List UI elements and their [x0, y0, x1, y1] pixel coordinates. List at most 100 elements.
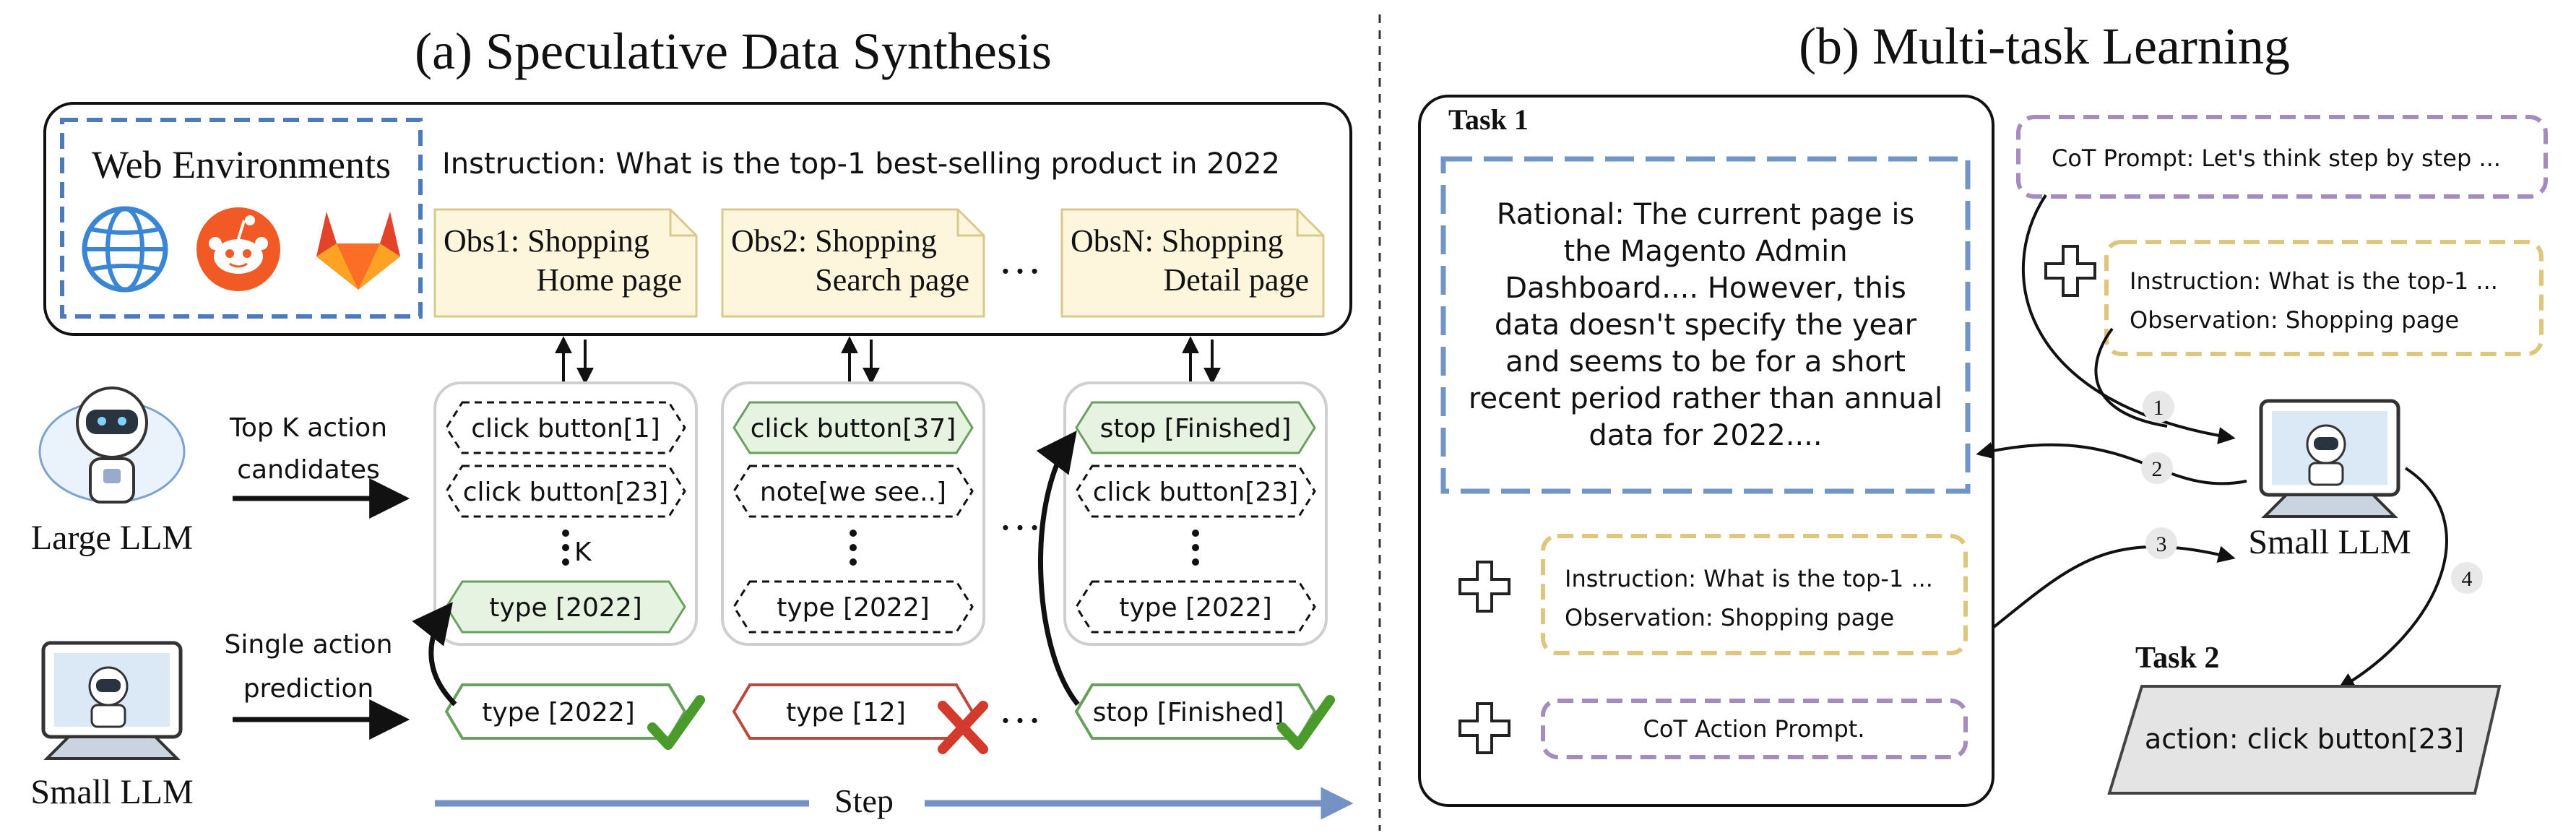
small-llm-robot-icon — [41, 641, 183, 760]
curve-arrow-1 — [412, 602, 457, 707]
cot-prompt-box — [2016, 115, 2548, 199]
vertical-dot — [850, 530, 857, 537]
observation-page: Detail page — [1163, 262, 1309, 298]
rational-line: and seems to be for a short — [1505, 345, 1906, 379]
candidate-action — [1075, 580, 1316, 634]
prediction-ellipsis-1: … — [998, 684, 1042, 732]
right-panel-title: (b) Multi-task Learning — [1799, 17, 2290, 75]
step-number-badge — [2145, 527, 2177, 559]
task1-instruction: Instruction: What is the top-1 ... — [1565, 565, 1933, 592]
cot-action-prompt: CoT Action Prompt. — [1643, 715, 1865, 743]
observation-page: Home page — [536, 262, 682, 298]
vertical-dot — [562, 558, 569, 566]
cot-prompt: CoT Prompt: Let's think step by step ... — [2052, 144, 2501, 172]
k-label: K — [574, 537, 592, 567]
small-llm-arrow-text-2: prediction — [243, 674, 374, 704]
candidate-action — [445, 465, 686, 518]
context-box — [2104, 240, 2543, 356]
small-llm-label: Small LLM — [30, 773, 193, 811]
candidate-label: type [2022] — [777, 593, 930, 623]
vertical-dot — [562, 544, 569, 551]
flow-arrow-3 — [1992, 545, 2236, 628]
small-llm-right-robot-icon — [2259, 399, 2400, 518]
vertical-dot — [1192, 558, 1199, 566]
candidate-label: note[we see..] — [760, 478, 946, 507]
large-llm-label: Large LLM — [31, 519, 193, 557]
obs-ellipsis: … — [998, 235, 1042, 282]
candidate-action — [732, 465, 974, 518]
step-number: 3 — [2156, 532, 2167, 556]
rational-box — [1440, 156, 1971, 494]
step-label: Step — [834, 782, 894, 819]
web-environments-box — [60, 118, 423, 319]
candidate-label: click button[37] — [751, 414, 956, 444]
curve-arrow-2 — [1036, 431, 1080, 707]
cot-action-prompt-box — [1541, 699, 1968, 759]
observation-title: ObsN: Shopping — [1071, 223, 1284, 259]
prediction-label: stop [Finished] — [1093, 698, 1284, 727]
large-llm-arrow-text-2: candidates — [237, 455, 379, 485]
small-llm-right-label: Small LLM — [2248, 523, 2411, 561]
task1-context-box — [1541, 534, 1968, 655]
candidate-action — [1075, 465, 1316, 518]
check-icon — [647, 695, 705, 750]
candidate-label: click button[23] — [463, 478, 669, 507]
observation-note — [721, 208, 985, 318]
column-ellipsis: … — [998, 491, 1042, 539]
cross-icon — [938, 701, 988, 754]
task1-observation: Observation: Shopping page — [1565, 604, 1894, 631]
flow-arrow-2 — [1976, 442, 2247, 485]
vertical-dot — [1192, 544, 1199, 551]
note-fold — [669, 209, 696, 237]
observation-note — [433, 208, 698, 318]
large-llm-arrow-text-1: Top K action — [229, 413, 387, 443]
context-observation: Observation: Shopping page — [2130, 306, 2459, 334]
flow-arrow-1b — [2094, 327, 2168, 428]
note-fold — [1296, 209, 1323, 237]
context-instruction: Instruction: What is the top-1 ... — [2130, 267, 2498, 295]
vertical-dot — [1192, 530, 1199, 537]
left-panel-title: (a) Speculative Data Synthesis — [415, 22, 1052, 80]
task2-box — [2107, 685, 2502, 795]
vertical-dot — [562, 530, 569, 537]
candidate-label: type [2022] — [1119, 593, 1272, 623]
candidate-action — [445, 401, 686, 454]
rational-line: Rational: The current page is — [1497, 198, 1915, 231]
step-number: 1 — [2153, 396, 2164, 420]
rational-line: data for 2022.... — [1589, 419, 1822, 452]
plus-icon-2 — [1458, 702, 1510, 754]
step-number: 2 — [2152, 457, 2163, 481]
step-number-badge — [2451, 562, 2483, 594]
candidate-label: click button[1] — [471, 414, 660, 444]
task1-label: Task 1 — [1448, 103, 1529, 136]
step-number-badge — [2143, 391, 2174, 423]
candidate-action — [732, 401, 974, 454]
candidate-label: click button[23] — [1093, 478, 1299, 507]
vertical-dot — [850, 558, 857, 566]
step-number-badge — [2141, 452, 2173, 484]
gitlab-icon — [316, 212, 400, 290]
plus-icon-1 — [1458, 561, 1510, 613]
observation-title: Obs1: Shopping — [444, 223, 649, 259]
large-llm-robot-icon — [38, 386, 186, 504]
small-llm-arrow-text-1: Single action — [225, 630, 393, 660]
prediction-label: type [12] — [786, 698, 906, 727]
rational-line: recent period rather than annual — [1469, 382, 1942, 415]
vertical-dot — [850, 544, 857, 551]
task2-action: action: click button[23] — [2145, 723, 2464, 755]
plus-icon-3 — [2044, 245, 2096, 297]
flow-arrow-4 — [2337, 467, 2448, 690]
web-environments-label: Web Environments — [92, 143, 391, 186]
rational-line: data doesn't specify the year — [1495, 308, 1917, 342]
task2-label: Task 2 — [2135, 642, 2219, 675]
instruction-text: Instruction: What is the top-1 best-sell… — [442, 147, 1280, 181]
check-icon — [1277, 695, 1335, 750]
observation-page: Search page — [815, 262, 969, 298]
prediction-label: type [2022] — [482, 698, 635, 727]
observation-title: Obs2: Shopping — [731, 223, 937, 259]
rational-line: the Magento Admin — [1563, 235, 1847, 268]
observation-note — [1060, 208, 1325, 318]
note-fold — [956, 209, 984, 237]
candidate-label: stop [Finished] — [1100, 414, 1292, 444]
reddit-icon — [196, 207, 280, 291]
